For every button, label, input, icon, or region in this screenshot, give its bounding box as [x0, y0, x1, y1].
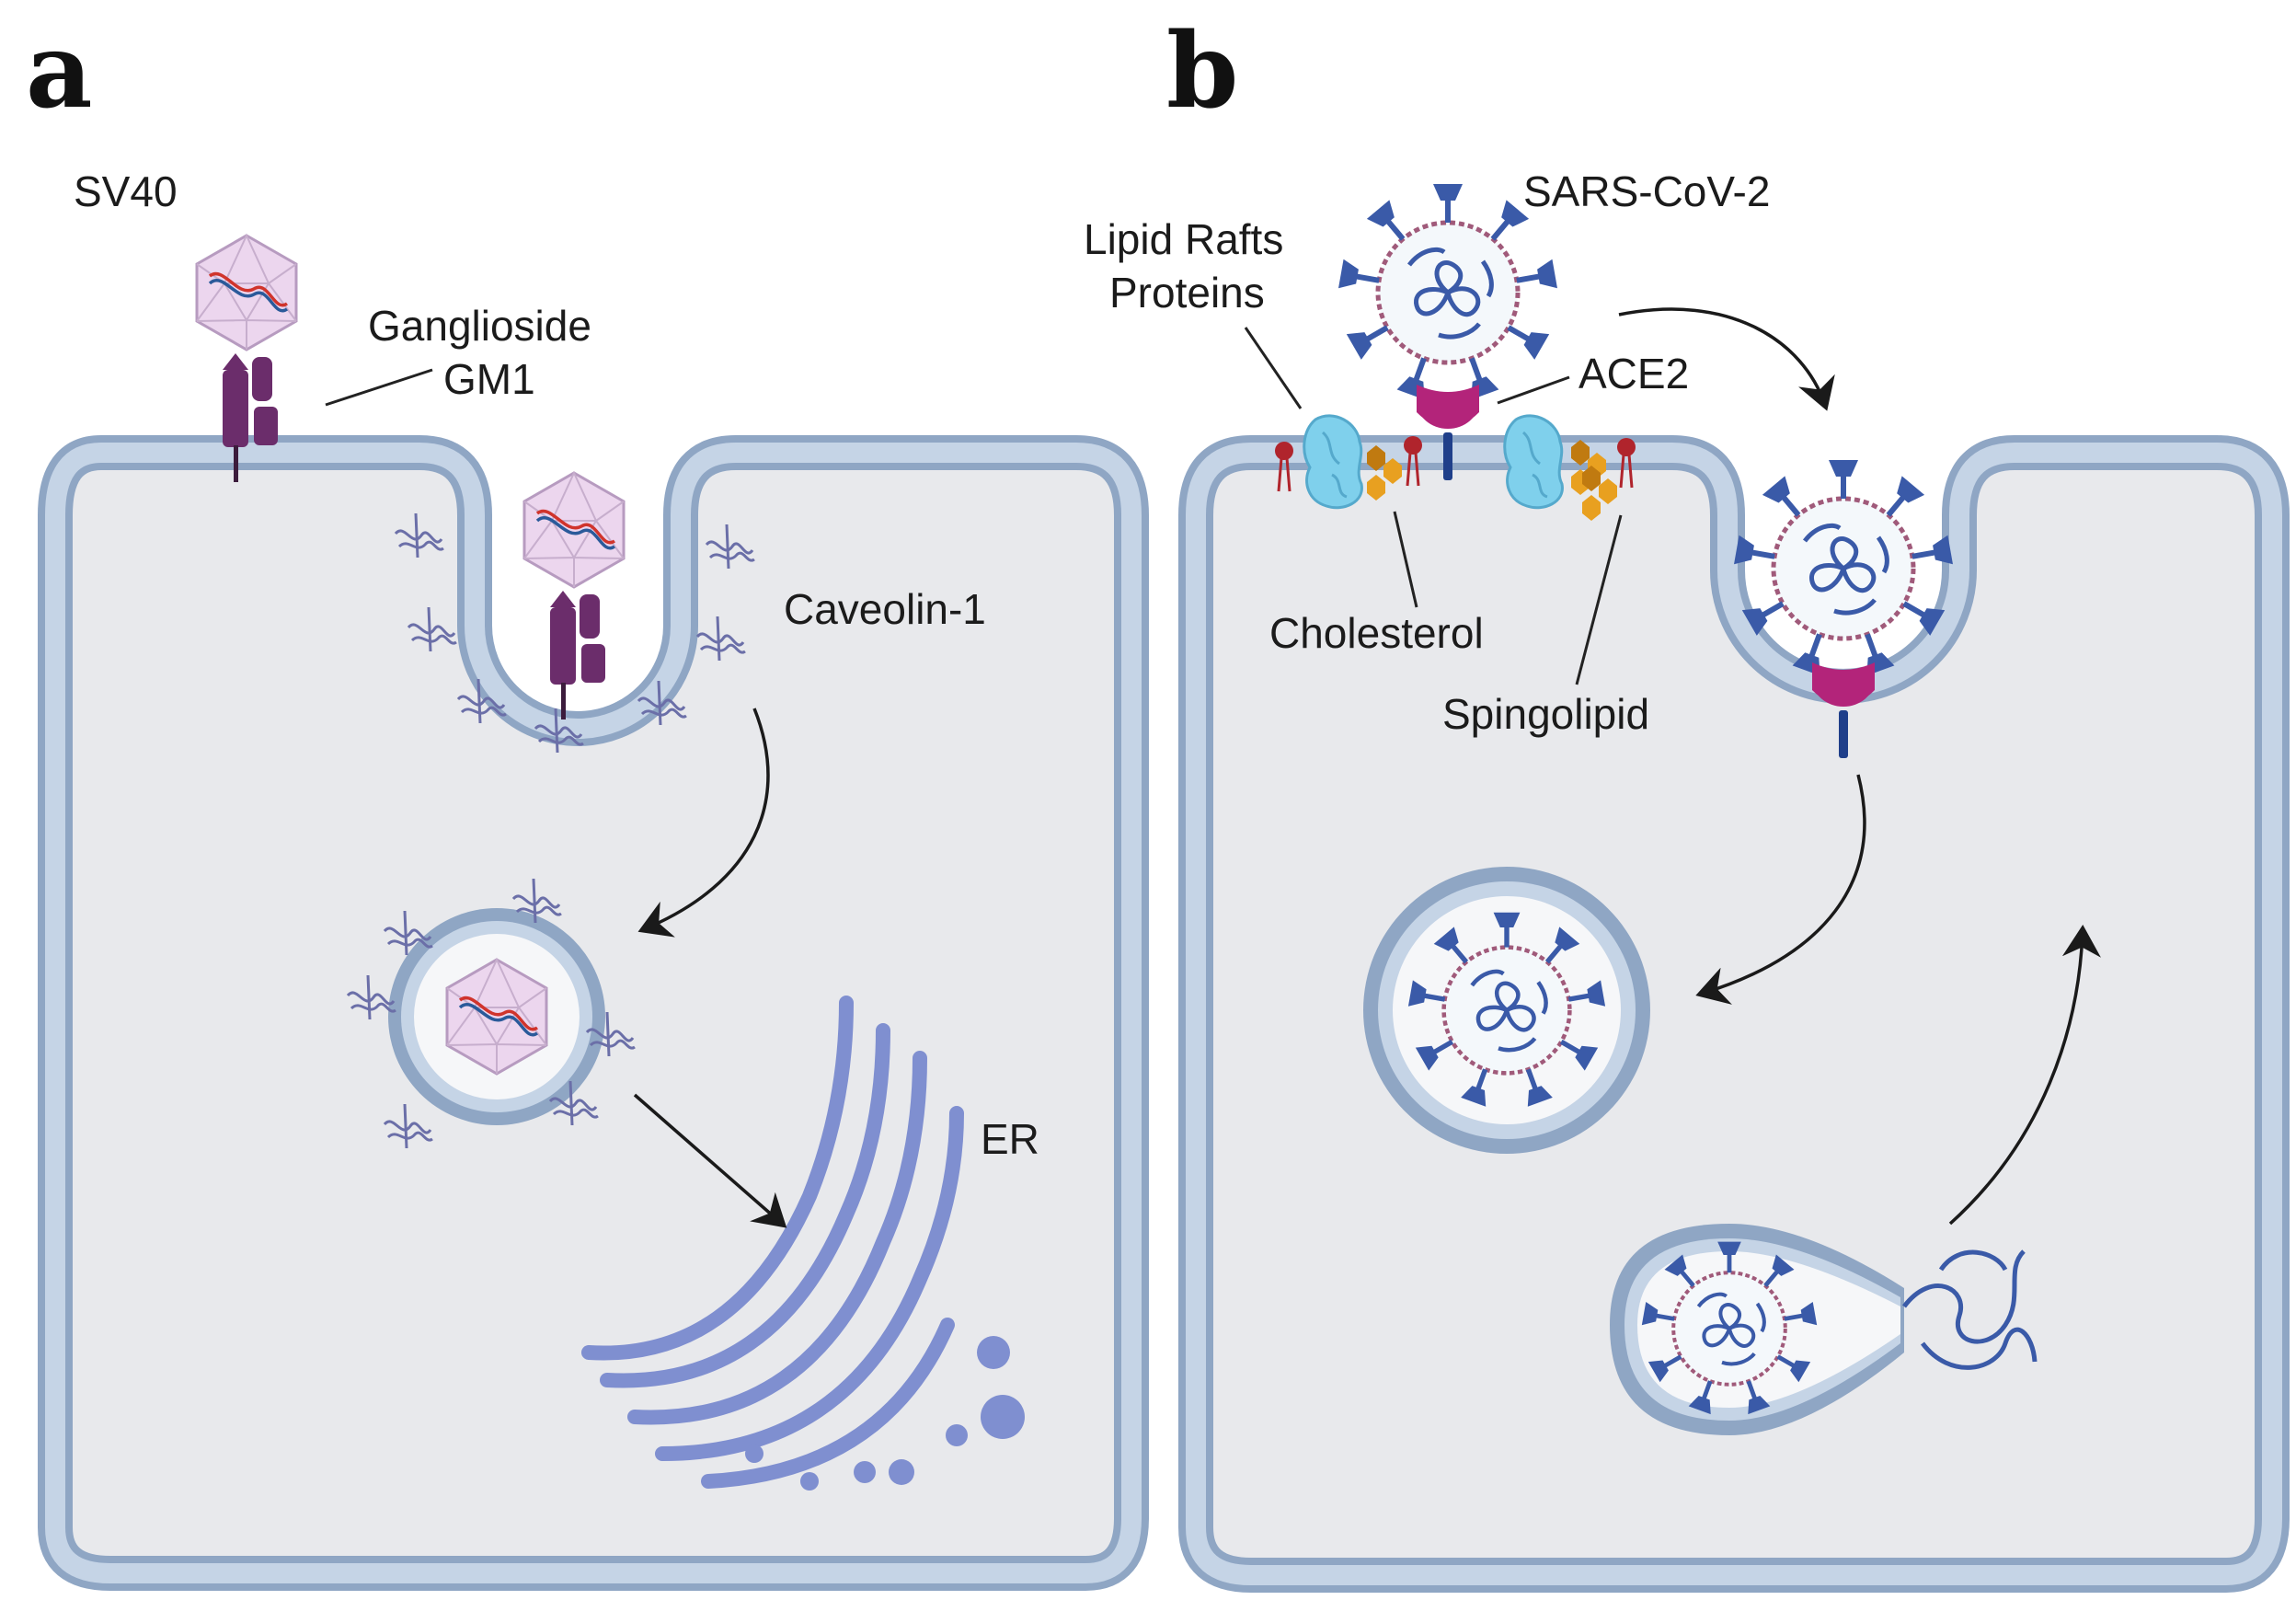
arrow-release	[1948, 925, 2101, 1226]
sars-cov-2-virion-surface	[1338, 184, 1557, 399]
fusion-endosome	[1610, 1224, 1904, 1435]
sv40-virion-surface	[195, 234, 298, 351]
leader-cholesterol	[1393, 511, 1418, 608]
arrow-vesicle-to-er	[633, 1093, 787, 1228]
label-proteins: Proteins	[1109, 269, 1265, 317]
caveosome-vesicle	[346, 877, 637, 1150]
gm1-receptor-pit	[550, 591, 605, 719]
label-sars-cov-2: SARS-CoV-2	[1523, 167, 1770, 215]
cell-b	[1178, 435, 2290, 1593]
label-cholesterol: Cholesterol	[1269, 609, 1484, 657]
leader-rafts	[1244, 327, 1303, 409]
leader-sphingolipid	[1575, 514, 1623, 685]
released-rna	[1902, 1249, 2038, 1370]
arrow-pit-to-endosome	[1695, 774, 1866, 1005]
label-caveolin: Caveolin-1	[784, 585, 986, 633]
sv40-virion-pit	[522, 471, 626, 589]
endosome-vesicle	[1363, 867, 1650, 1154]
leader-ace2	[1497, 375, 1570, 405]
label-sv40: SV40	[74, 167, 178, 215]
leader-gm1	[325, 368, 433, 407]
label-lipid-rafts: Lipid Rafts	[1084, 215, 1283, 263]
label-sphingolipid: Spingolipid	[1442, 690, 1649, 738]
panel-a-letter: a	[26, 11, 93, 132]
label-ace2: ACE2	[1578, 350, 1689, 397]
label-ganglioside: Ganglioside	[368, 302, 591, 350]
panel-b-letter: b	[1166, 11, 1238, 132]
label-gm1: GM1	[443, 355, 535, 403]
arrow-surface-to-pit	[1618, 307, 1835, 411]
label-er: ER	[981, 1115, 1039, 1163]
er-vesicles	[745, 1336, 1025, 1491]
endoplasmic-reticulum	[581, 996, 964, 1489]
arrow-pit-to-vesicle	[637, 708, 770, 938]
